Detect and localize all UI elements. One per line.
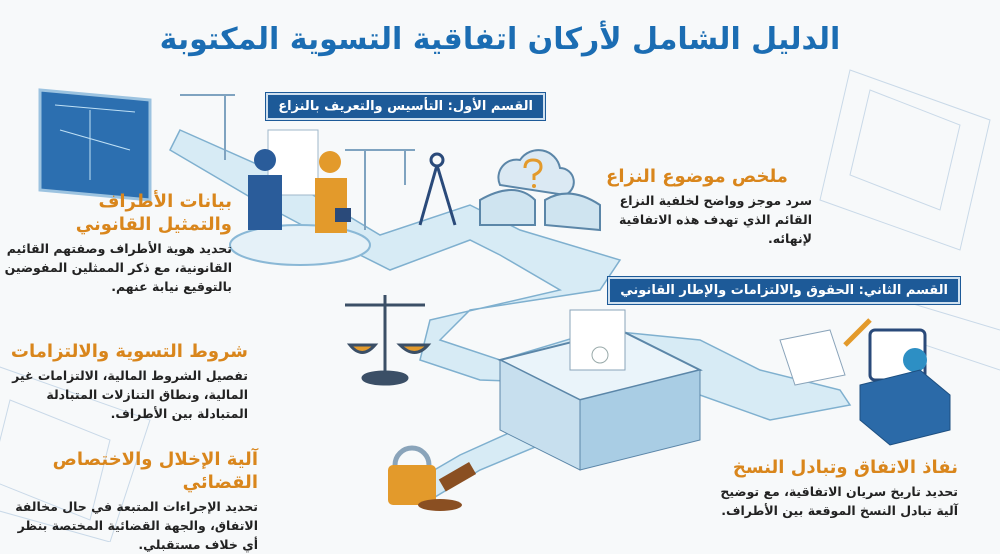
calendar-check-icon bbox=[868, 328, 927, 382]
cloud-question-icon bbox=[497, 149, 575, 197]
breach-body: تحديد الإجراءات المتبعة في حال مخالفة ال… bbox=[15, 499, 258, 552]
enforcement-heading: نفاذ الاتفاق وتبادل النسخ bbox=[732, 457, 958, 478]
parties-heading: بيانات الأطراف والتمثيل القانوني bbox=[75, 191, 232, 235]
dispute-body: سرد موجز وواضح لخلفية النزاع القائم الذي… bbox=[618, 193, 812, 246]
enforcement-body: تحديد تاريخ سريان الاتفاقية، مع توضيح آل… bbox=[720, 484, 958, 518]
handshake-people-icon bbox=[248, 129, 351, 233]
illustration bbox=[0, 69, 1000, 542]
parties-body: تحديد هوية الأطراف وصفتهم القائيم القانو… bbox=[4, 241, 232, 294]
enforcement-block: نفاذ الاتفاق وتبادل النسخ تحديد تاريخ سر… bbox=[708, 456, 958, 520]
terms-block: شروط التسوية والالتزامات تفصيل الشروط ال… bbox=[4, 340, 248, 423]
page-title: الدليل الشامل لأركان اتفاقية التسوية الم… bbox=[159, 22, 841, 57]
section-1-label: القسم الأول: التأسيس والتعريف بالنزاع bbox=[266, 93, 545, 120]
contract-pen-icon bbox=[779, 318, 872, 386]
terms-heading: شروط التسوية والالتزامات bbox=[10, 341, 248, 362]
gavel-icon bbox=[418, 461, 477, 511]
terms-body: تفصيل الشروط المالية، الالتزامات غير الم… bbox=[12, 368, 248, 421]
crane-icon bbox=[180, 94, 415, 230]
document-scroll-icon bbox=[569, 309, 626, 371]
box-pedestal bbox=[859, 369, 951, 446]
section-2-label: القسم الثاني: الحقوق والالتزامات والإطار… bbox=[608, 277, 960, 304]
scales-icon bbox=[345, 295, 432, 386]
blueprint-board-icon bbox=[38, 88, 152, 202]
building-icon bbox=[497, 328, 703, 471]
parties-block: بيانات الأطراف والتمثيل القانوني تحديد ه… bbox=[2, 190, 232, 296]
dispute-block: ملخص موضوع النزاع سرد موجز وواضح لخلفية … bbox=[582, 165, 812, 248]
platform bbox=[229, 224, 371, 266]
broken-bridge-icon bbox=[479, 189, 601, 232]
compass-icon bbox=[418, 152, 457, 226]
breach-block: آلية الإخلال والاختصاص القضائي تحديد الإ… bbox=[4, 448, 258, 554]
dispute-heading: ملخص موضوع النزاع bbox=[606, 166, 788, 187]
padlock-icon bbox=[388, 445, 436, 505]
breach-heading: آلية الإخلال والاختصاص القضائي bbox=[52, 449, 258, 493]
